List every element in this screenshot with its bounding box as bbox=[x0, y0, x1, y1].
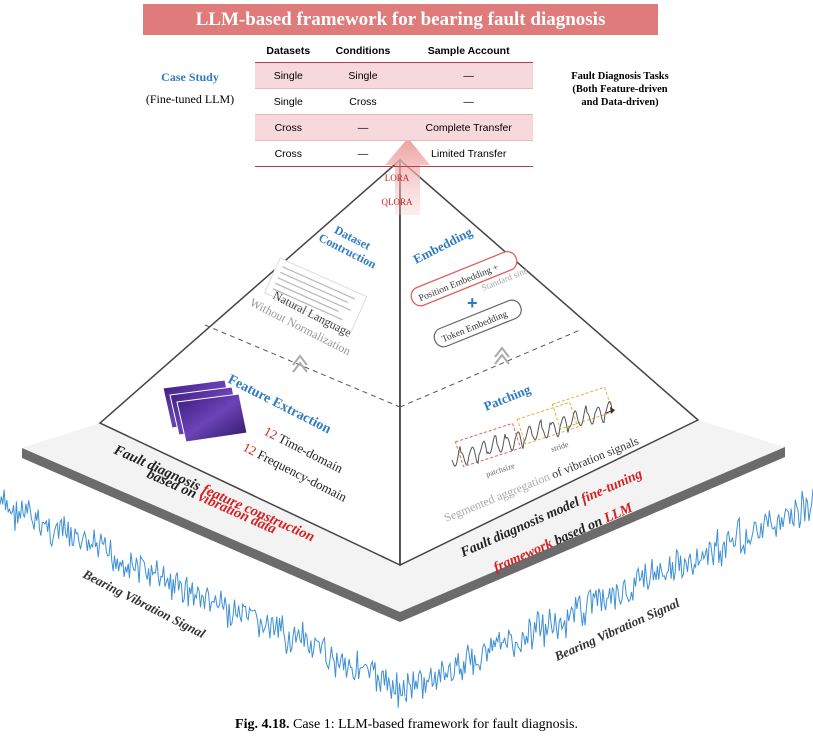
caption-text: Case 1: LLM-based framework for fault di… bbox=[289, 717, 578, 732]
base-plate-left bbox=[22, 423, 400, 612]
case-study-label: Case Study (Fine-tuned LLM) bbox=[140, 66, 240, 110]
case-table: Datasets Conditions Sample Account Singl… bbox=[255, 40, 533, 167]
vibration-signal-right bbox=[404, 488, 813, 702]
spectrogram-icon bbox=[162, 379, 248, 443]
table-row: Cross—Limited Transfer bbox=[255, 140, 533, 167]
base-edge-left bbox=[22, 448, 400, 622]
col-datasets: Datasets bbox=[255, 40, 322, 63]
fault-diagnosis-tasks: Fault Diagnosis Tasks (Both Feature-driv… bbox=[571, 71, 669, 108]
qlora-label: QLORA bbox=[382, 197, 413, 207]
plus-icon: + bbox=[467, 293, 478, 313]
chevron-up-icon-right bbox=[494, 346, 510, 365]
base-edge-right bbox=[400, 447, 785, 622]
chevron-up-icon-left bbox=[292, 354, 308, 373]
table-row: Cross—Complete Transfer bbox=[255, 114, 533, 141]
right-divider bbox=[399, 329, 581, 408]
dataset-document-icon bbox=[263, 257, 368, 333]
signal-label-left: Bearing Vibration Signal bbox=[80, 566, 208, 641]
signal-label-right: Bearing Vibration Signal bbox=[551, 595, 682, 664]
case-study-subtitle: (Fine-tuned LLM) bbox=[145, 92, 235, 106]
figure-caption: Fig. 4.18. Case 1: LLM-based framework f… bbox=[0, 717, 813, 733]
base-plate-right bbox=[400, 420, 785, 612]
col-sample-account: Sample Account bbox=[404, 40, 533, 63]
lora-label: LORA bbox=[385, 173, 410, 183]
framework-title-banner: LLM-based framework for bearing fault di… bbox=[143, 4, 658, 35]
vibration-signal-left bbox=[0, 489, 406, 708]
col-conditions: Conditions bbox=[321, 40, 405, 63]
patching-illustration bbox=[451, 386, 615, 468]
figure-number: Fig. 4.18. bbox=[235, 717, 290, 732]
case-study-title: Case Study bbox=[161, 70, 219, 84]
